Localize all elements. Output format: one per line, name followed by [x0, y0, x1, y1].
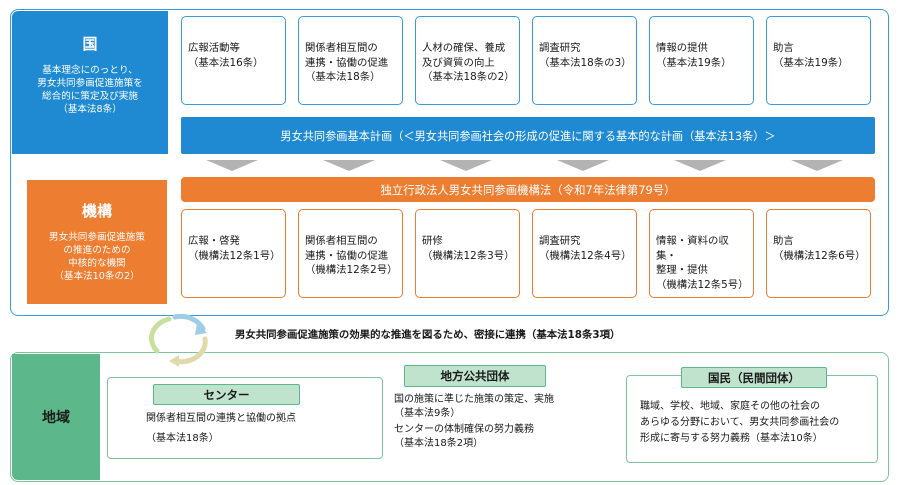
kuni-card-collaboration: 関係者相互間の 連携・協働の促進 （基本法18条） [298, 16, 403, 105]
card-label: 研修 [422, 235, 443, 247]
kikou-card-public-relations: 広報・啓発 （機構法12条1号） [181, 209, 286, 298]
card-label: 関係者相互間の [305, 42, 378, 54]
local-gov-desc-line: 国の施策に準じた施策の策定、実施 [394, 394, 554, 405]
card-ref: （機構法12条1号） [188, 249, 281, 262]
card-label: 情報の提供 [656, 42, 708, 54]
citizens-description: 職域、学校、地域、家庭その他の社会の あらゆる分野において、男女共同参画社会の … [640, 399, 839, 447]
regional-frame [10, 352, 889, 482]
card-label: 助言 [773, 235, 794, 247]
kikou-card-training: 研修 （機構法12条3号） [415, 209, 520, 298]
down-arrow-icon [206, 160, 258, 171]
citizens-group [626, 375, 878, 463]
kuni-title: 国 [82, 35, 98, 53]
card-label: 広報・啓発 [188, 235, 240, 247]
card-ref: （基本法19条） [773, 56, 849, 69]
card-ref: （基本法18条の2） [422, 71, 515, 83]
citizens-desc-line: あらゆる分野において、男女共同参画社会の [640, 417, 840, 428]
local-government-group [384, 377, 620, 459]
cooperation-cycle-icon [149, 313, 208, 367]
cooperation-statement: 男女共同参画促進施策の効果的な推進を図るため、密接に連携（基本法18条3項） [235, 329, 621, 341]
card-label: 調査研究 [539, 42, 581, 54]
down-arrow-icon [440, 160, 492, 171]
card-label: 助言 [773, 42, 794, 54]
center-description: 関係者相互間の連携と協働の拠点 （基本法18条） [146, 412, 296, 446]
basic-plan-banner: 男女共同参画基本計画（＜男女共同参画社会の形成の促進に関する基本的な計画（基本法… [181, 117, 875, 154]
card-ref: （機構法12条4号） [539, 249, 632, 262]
card-ref: （機構法12条5号） [656, 278, 749, 291]
kuni-desc-line: 男女共同参画促進施策を [37, 78, 143, 89]
center-desc-line: 関係者相互間の連携と協働の拠点 [146, 413, 296, 424]
center-desc-line: （基本法18条） [146, 433, 219, 444]
organization-law-banner: 独立行政法人男女共同参画機構法（令和7年法律第79号） [181, 177, 875, 202]
card-label-2: 連携・協働の促進 [305, 56, 389, 69]
card-label: 調査研究 [539, 235, 581, 247]
down-arrow-icon [557, 160, 609, 171]
card-ref: （基本法16条） [188, 56, 264, 69]
kikou-desc-line: 中核的な機関 [68, 258, 126, 269]
kikou-title: 機構 [81, 202, 112, 220]
local-gov-desc-line: センターの体制確保の努力義務 [394, 424, 534, 435]
kikou-card-advice: 助言 （機構法12条6号） [766, 209, 871, 298]
kikou-card-information: 情報・資料の収集・ 整理・提供 （機構法12条5号） [649, 209, 754, 298]
center-label: センター [153, 384, 300, 405]
kuni-description: 基本理念にのっとり、 男女共同参画促進施策を 総合的に策定及び実施 （基本法8条… [37, 64, 143, 116]
national-frame [10, 9, 889, 316]
card-ref: （機構法12条2号） [305, 264, 398, 276]
citizens-desc-line: 形成に寄与する努力義務（基本法10条） [640, 433, 823, 444]
kuni-card-human-resources: 人材の確保、養成 及び資質の向上 （基本法18条の2） [415, 16, 520, 105]
card-ref: （基本法18条の3） [539, 56, 632, 69]
citizens-label: 国民（民間団体） [681, 367, 827, 388]
card-ref: （機構法12条3号） [422, 249, 515, 262]
local-gov-desc-line: （基本法9条） [394, 408, 461, 419]
kikou-desc-line: （基本法10条の2） [54, 271, 140, 282]
card-label: 関係者相互間の [305, 235, 378, 247]
card-ref: （基本法18条） [305, 71, 381, 83]
down-arrow-icon [323, 160, 375, 171]
card-label-2: 整理・提供 [656, 264, 708, 276]
kuni-card-advice: 助言 （基本法19条） [766, 16, 871, 105]
kikou-desc-line: 男女共同参画促進施策 [49, 232, 145, 243]
kikou-desc-line: の推進のための [63, 245, 131, 256]
card-ref: （機構法12条6号） [773, 249, 866, 262]
citizens-desc-line: 職域、学校、地域、家庭その他の社会の [640, 401, 820, 412]
kuni-desc-line: 基本理念にのっとり、 [42, 65, 138, 76]
card-label: 人材の確保、養成 [422, 42, 506, 54]
card-label-2: 及び資質の向上 [422, 56, 495, 69]
local-government-description: 国の施策に準じた施策の策定、実施 （基本法9条） センターの体制確保の努力義務 … [394, 393, 554, 451]
kuni-card-public-relations: 広報活動等 （基本法16条） [181, 16, 286, 105]
kuni-card-research: 調査研究 （基本法18条の3） [532, 16, 637, 105]
kuni-desc-line: （基本法8条） [58, 104, 122, 115]
card-label-2: 連携・協働の促進 [305, 249, 389, 262]
kuni-label-box: 国 基本理念にのっとり、 男女共同参画促進施策を 総合的に策定及び実施 （基本法… [12, 11, 168, 154]
local-gov-desc-line: （基本法18条2項） [394, 438, 484, 449]
kikou-description: 男女共同参画促進施策 の推進のための 中核的な機関 （基本法10条の2） [49, 231, 145, 283]
card-label: 広報活動等 [188, 42, 240, 54]
kikou-card-collaboration: 関係者相互間の 連携・協働の促進 （機構法12条2号） [298, 209, 403, 298]
card-ref: （基本法19条） [656, 56, 732, 69]
kuni-card-information: 情報の提供 （基本法19条） [649, 16, 754, 105]
chiiki-label-box: 地域 [12, 354, 100, 480]
down-arrow-icon [674, 160, 726, 171]
local-government-label: 地方公共団体 [404, 365, 546, 387]
kikou-card-research: 調査研究 （機構法12条4号） [532, 209, 637, 298]
down-arrow-icon [791, 160, 843, 171]
kuni-desc-line: 総合的に策定及び実施 [42, 91, 138, 102]
kikou-label-box: 機構 男女共同参画促進施策 の推進のための 中核的な機関 （基本法10条の2） [27, 180, 167, 304]
card-label: 情報・資料の収集・ [656, 235, 729, 262]
